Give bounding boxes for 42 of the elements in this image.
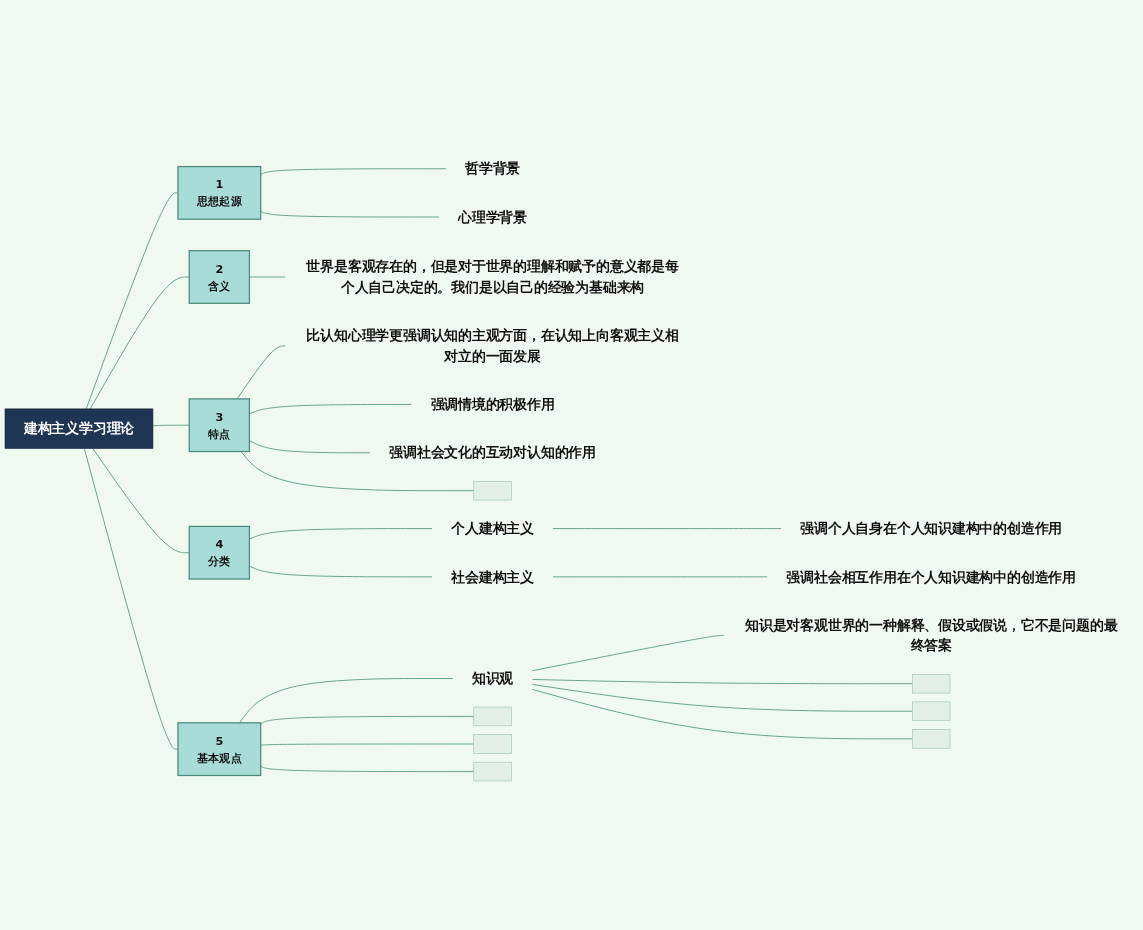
connector (531, 688, 913, 740)
node-text: 世界是客观存在的，但是对于世界的理解和赋予的意义都是每个人自己决定的。我们是以自己的经验为基础来构 (306, 258, 679, 296)
node-text: 哲学背景 (464, 160, 521, 177)
node-box (473, 480, 512, 501)
connector (260, 743, 475, 746)
node-text: 知识是对客观世界的一种解释、假设或假说，它不是问题的最终答案 (745, 617, 1118, 654)
node-text: 社会建构主义 (451, 569, 534, 585)
node-text: 强调社会文化的互动对认知的作用 (389, 444, 596, 461)
node-box: 5 基本观点 (177, 722, 262, 777)
connector (260, 765, 475, 773)
node-box (473, 706, 512, 727)
connector (260, 168, 447, 175)
node-box (912, 673, 951, 694)
node-box: 3 特点 (188, 398, 251, 453)
connector (531, 634, 725, 672)
connector (531, 679, 913, 685)
node-box: 建构主义学习理论 (4, 408, 154, 449)
connector (152, 424, 190, 427)
connector (89, 276, 190, 410)
node-box: 4 分类 (188, 525, 251, 580)
connector (260, 210, 440, 218)
connector (240, 451, 475, 492)
node-text: 心理学背景 (458, 209, 528, 225)
connector (552, 576, 769, 578)
node-box (473, 734, 512, 754)
connector (260, 715, 475, 725)
connector (238, 678, 454, 724)
node-box (473, 761, 512, 782)
connector (552, 528, 782, 530)
node-text: 强调个人自身在个人知识建构中的创造作用 (800, 520, 1063, 537)
node-text: 个人建构主义 (451, 520, 534, 537)
node-box (912, 701, 951, 721)
node-box (912, 729, 951, 749)
node-text: 强调社会相互作用在个人知识建构中的创造作用 (786, 569, 1076, 585)
node-box: 1 思想起源 (177, 165, 262, 220)
node-text: 强调情境的积极作用 (430, 396, 555, 413)
node-text: 比认知心理学更强调认知的主观方面，在认知上向客观主义相对立的一面发展 (306, 327, 679, 365)
node-text: 知识观 (471, 670, 514, 687)
connector (531, 683, 913, 712)
node-box: 2 含义 (188, 250, 251, 304)
connector (92, 447, 190, 554)
connector (236, 345, 287, 400)
